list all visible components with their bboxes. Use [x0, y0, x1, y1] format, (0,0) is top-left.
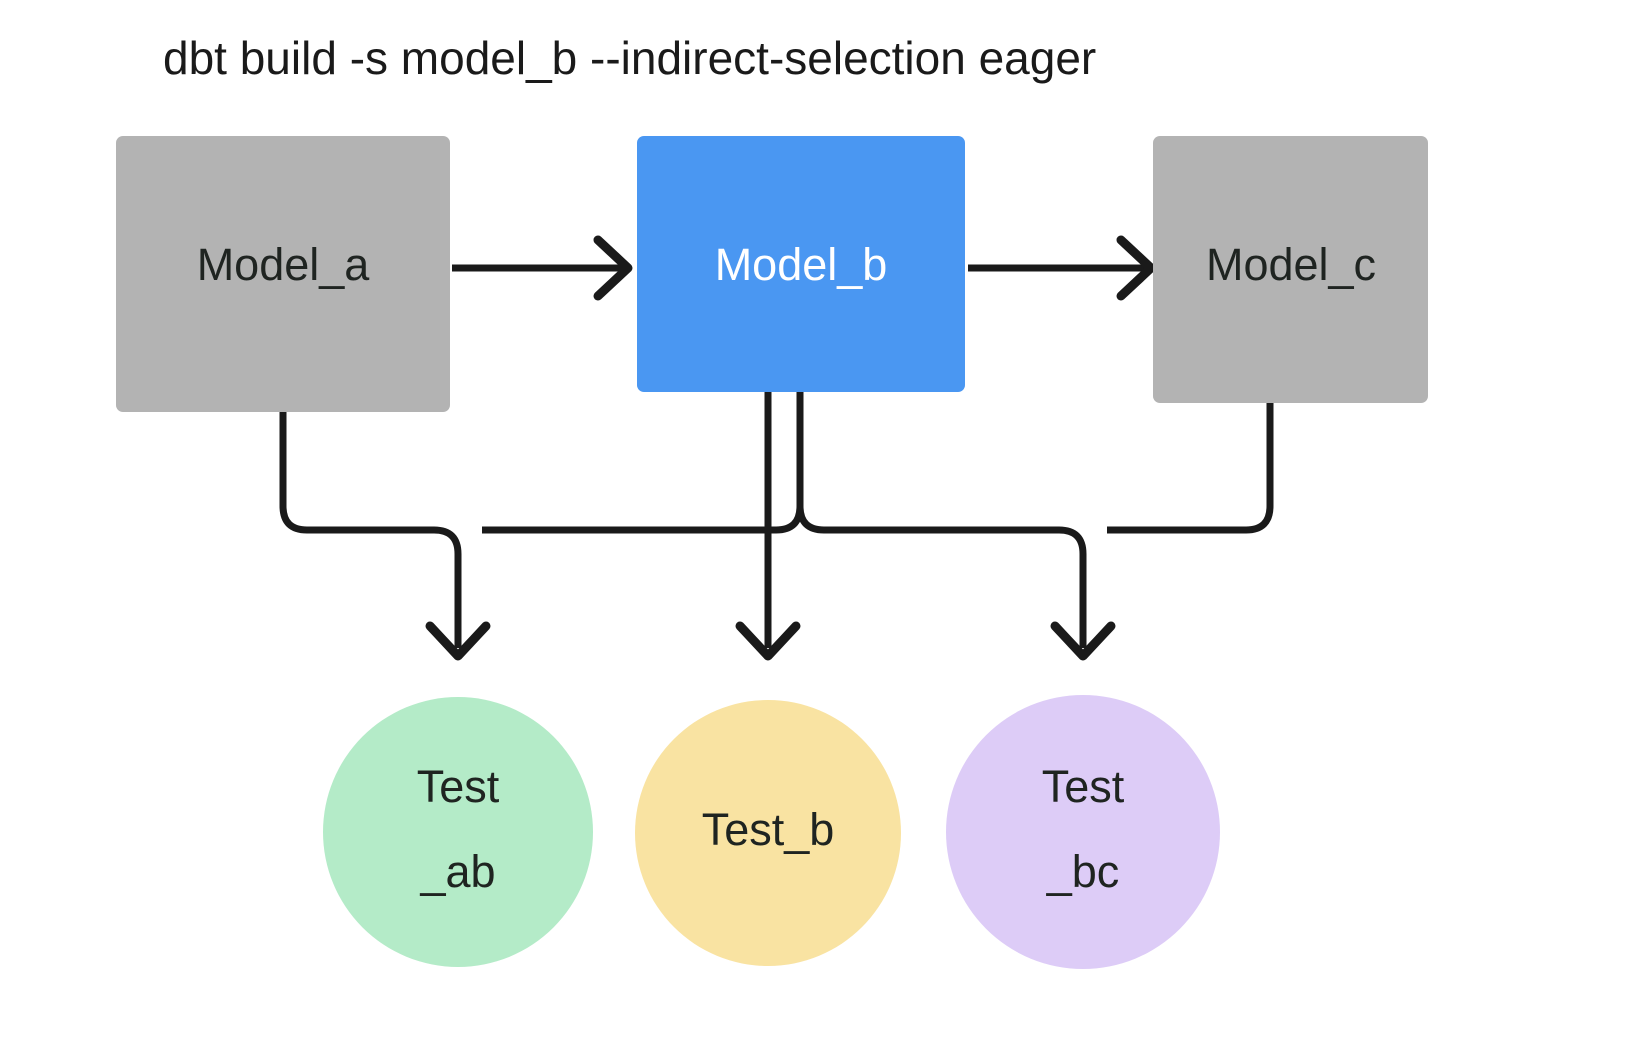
edge-model-a-to-model-b — [452, 235, 633, 301]
model-c-shape[interactable] — [1153, 136, 1428, 403]
test-bc-shape[interactable] — [946, 695, 1220, 969]
model-a-label: Model_a — [197, 239, 371, 290]
test-b-shape[interactable] — [635, 700, 901, 966]
edge-model-b-to-test-ab — [482, 392, 804, 534]
model-c-label: Model_c — [1206, 239, 1376, 290]
test-ab-shape[interactable] — [323, 697, 593, 967]
edge-model-b-to-test-bc — [796, 392, 1116, 661]
node-test-bc[interactable]: Test _bc — [946, 695, 1220, 969]
model-b-shape[interactable] — [637, 136, 965, 392]
test-ab-label-line1: Test — [417, 761, 500, 812]
model-b-label: Model_b — [715, 239, 888, 290]
node-model-b[interactable]: Model_b — [637, 136, 965, 392]
test-bc-label-line2: _bc — [1046, 846, 1120, 897]
edge-model-b-to-model-c — [968, 235, 1156, 301]
test-b-label-line1: Test_b — [702, 804, 835, 855]
node-test-b[interactable]: Test_b — [635, 700, 901, 966]
node-model-c[interactable]: Model_c — [1153, 136, 1428, 403]
node-model-a[interactable]: Model_a — [116, 136, 450, 412]
test-bc-label-line1: Test — [1042, 761, 1125, 812]
node-test-ab[interactable]: Test _ab — [323, 697, 593, 967]
page-title: dbt build -s model_b --indirect-selectio… — [163, 32, 1096, 84]
edge-model-c-to-test-bc — [1107, 403, 1274, 534]
model-a-shape[interactable] — [116, 136, 450, 412]
edge-model-a-to-test-ab — [279, 412, 491, 661]
test-ab-label-line2: _ab — [419, 846, 495, 897]
edge-model-b-to-test-b — [735, 392, 801, 661]
